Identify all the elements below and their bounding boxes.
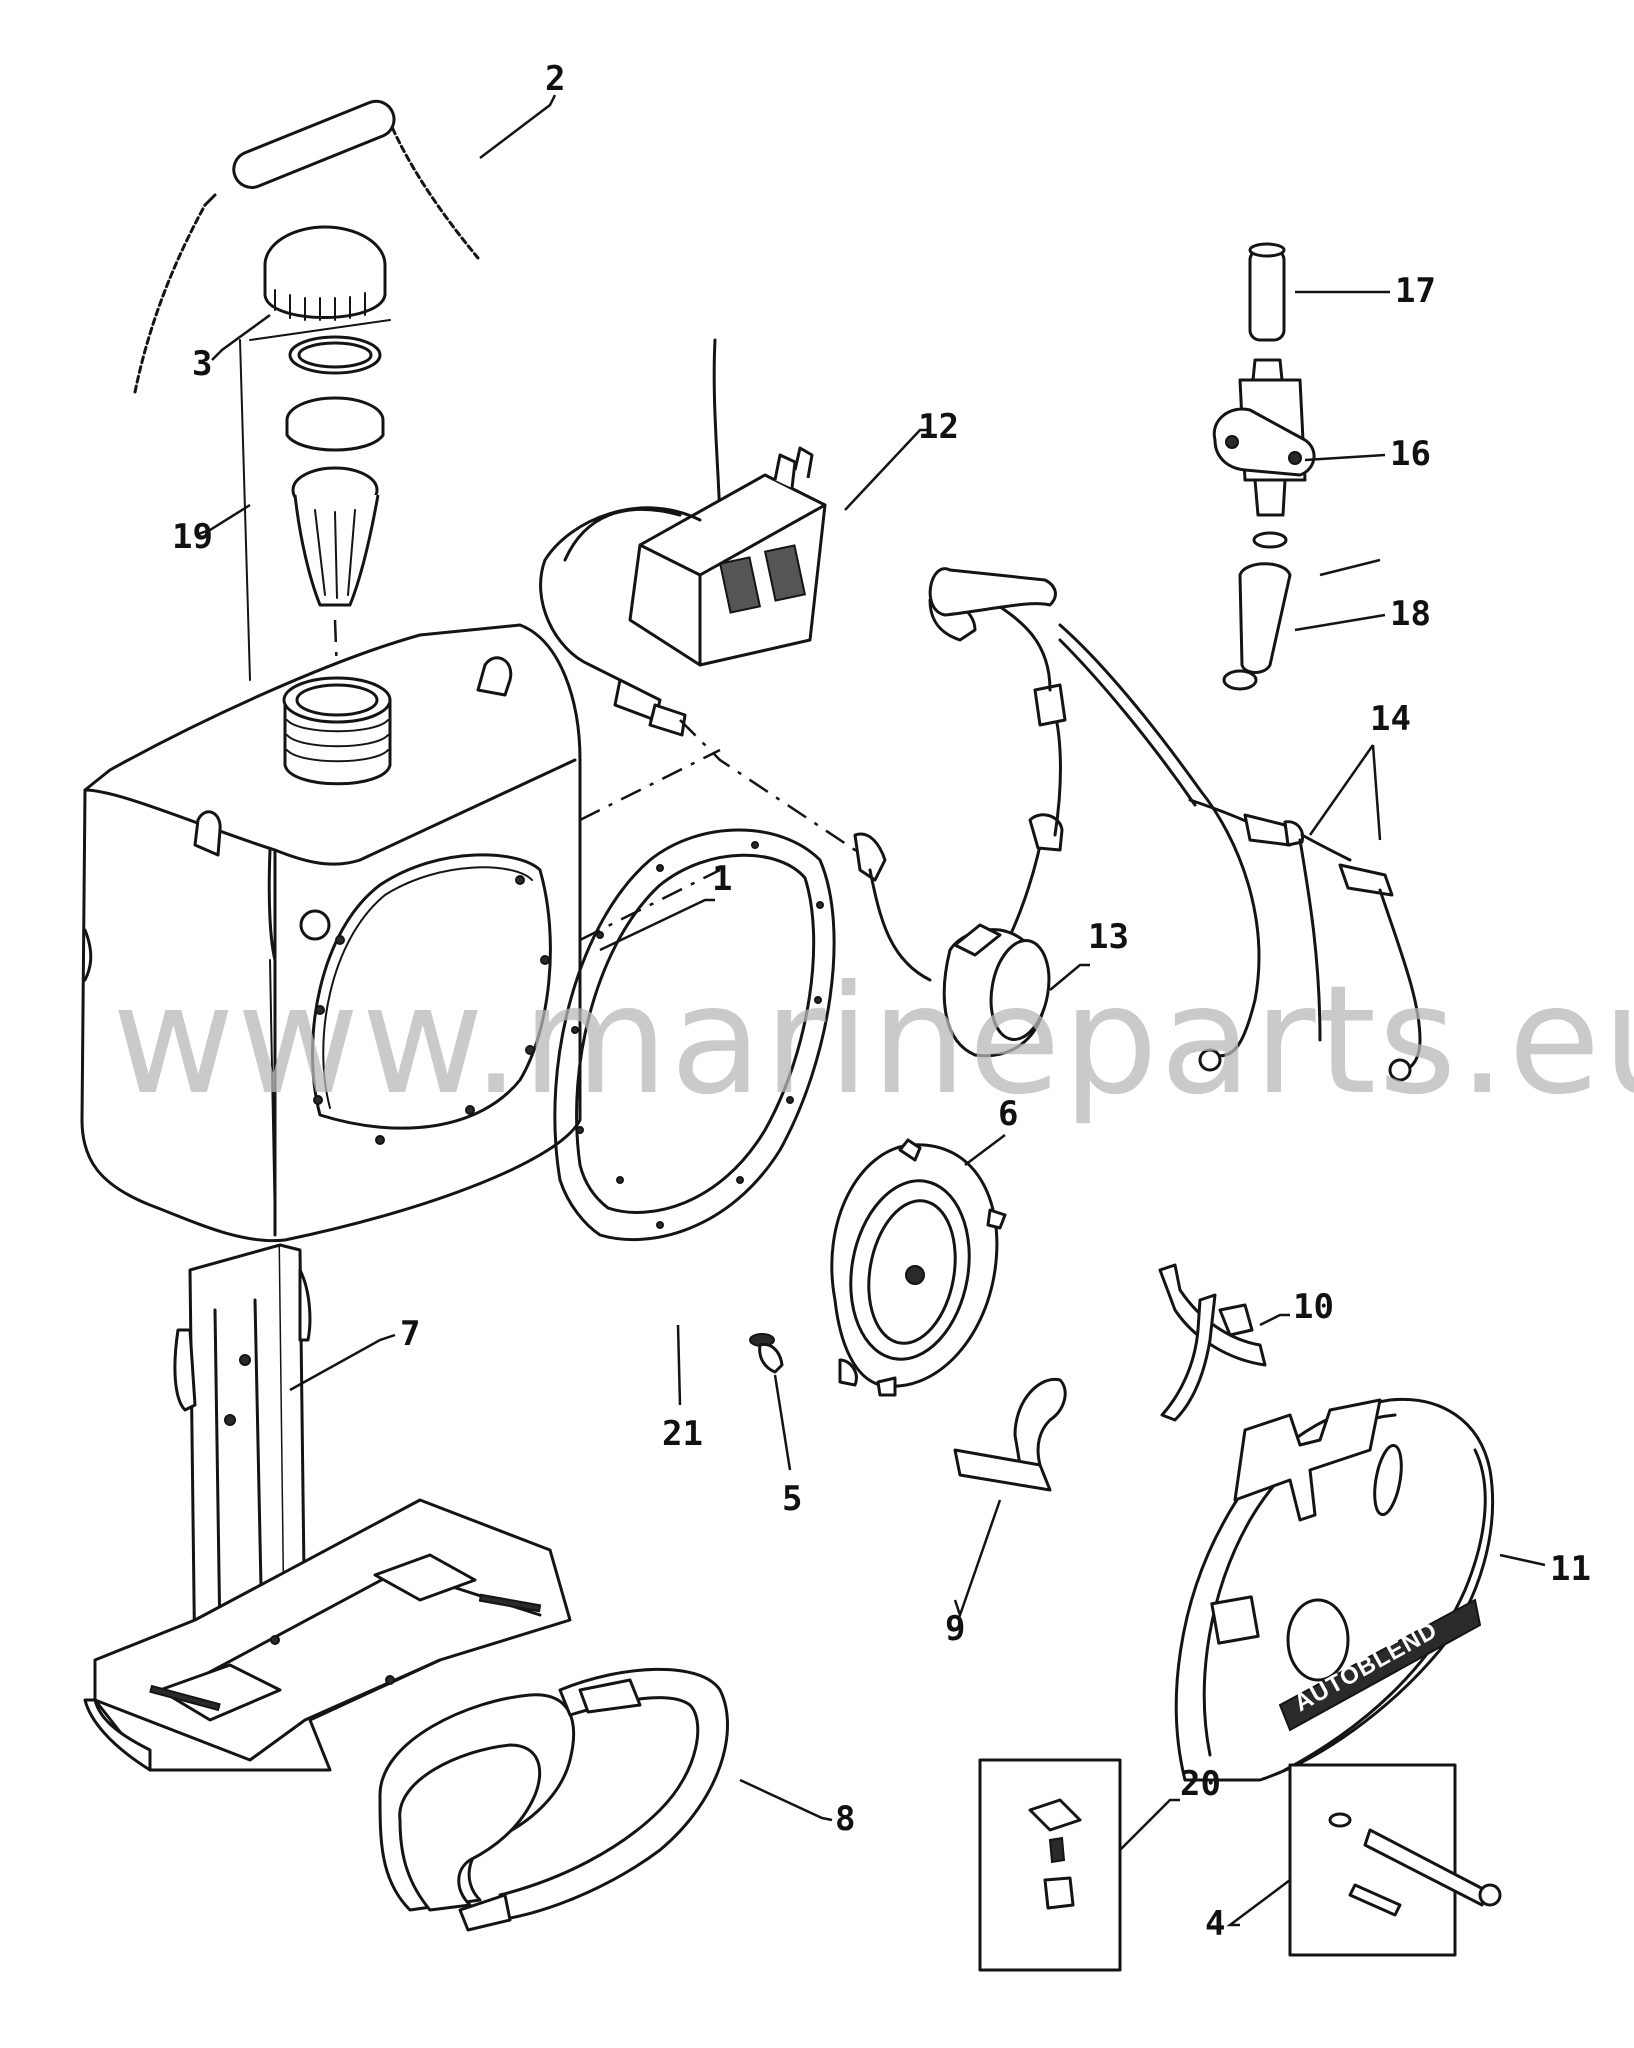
part-4-hardware-kit	[1288, 1763, 1502, 1957]
part-12-control-module	[539, 338, 871, 862]
label-part-19: 19	[172, 517, 213, 557]
label-part-10: 10	[1293, 1287, 1334, 1327]
callout-leaders	[194, 94, 1546, 1927]
part-9-clip	[953, 1377, 1067, 1492]
part-1-tank	[80, 623, 721, 1243]
part-5-screw	[749, 1333, 784, 1374]
part-7-bracket	[83, 1243, 572, 1772]
label-part-3: 3	[192, 344, 212, 384]
label-part-13: 13	[1088, 917, 1129, 957]
part-19-strainer	[239, 319, 391, 701]
label-part-21: 21	[662, 1414, 703, 1454]
label-part-14: 14	[1370, 699, 1411, 739]
label-part-1: 1	[712, 859, 732, 899]
part-20-hardware-kit	[978, 1758, 1122, 1972]
part-2-handle	[133, 99, 480, 394]
part-16-pump	[1212, 358, 1316, 549]
watermark-text: www.marineparts.eu	[112, 954, 1634, 1128]
label-part-18: 18	[1390, 594, 1431, 634]
label-part-9: 9	[945, 1609, 965, 1649]
part-13-sensor	[853, 591, 1067, 1058]
label-part-4: 4	[1205, 1904, 1225, 1944]
part-18-hose	[1222, 562, 1292, 691]
label-part-11: 11	[1550, 1549, 1591, 1589]
label-part-5: 5	[782, 1479, 802, 1519]
label-part-16: 16	[1390, 434, 1431, 474]
label-part-20: 20	[1180, 1764, 1221, 1804]
part-number-labels: 2 3 19 1 12 13 14 17 16 18 6 7 21 5 9 10…	[172, 59, 1591, 1944]
label-part-8: 8	[835, 1799, 855, 1839]
part-14-wire-harness	[928, 567, 1422, 1082]
label-part-2: 2	[545, 59, 565, 99]
part-17-hose-short	[1248, 242, 1286, 342]
part-21-gasket	[553, 828, 836, 1242]
part-10-bracket	[1158, 1263, 1267, 1422]
part-6-diaphragm	[830, 1138, 1007, 1397]
part-8-strap	[378, 1667, 729, 1932]
label-part-6: 6	[998, 1094, 1018, 1134]
label-part-7: 7	[400, 1314, 420, 1354]
label-part-12: 12	[918, 407, 959, 447]
label-part-17: 17	[1395, 271, 1436, 311]
part-11-cover: AUTOBLEND	[1174, 1397, 1494, 1782]
part-3-cap	[263, 225, 387, 321]
